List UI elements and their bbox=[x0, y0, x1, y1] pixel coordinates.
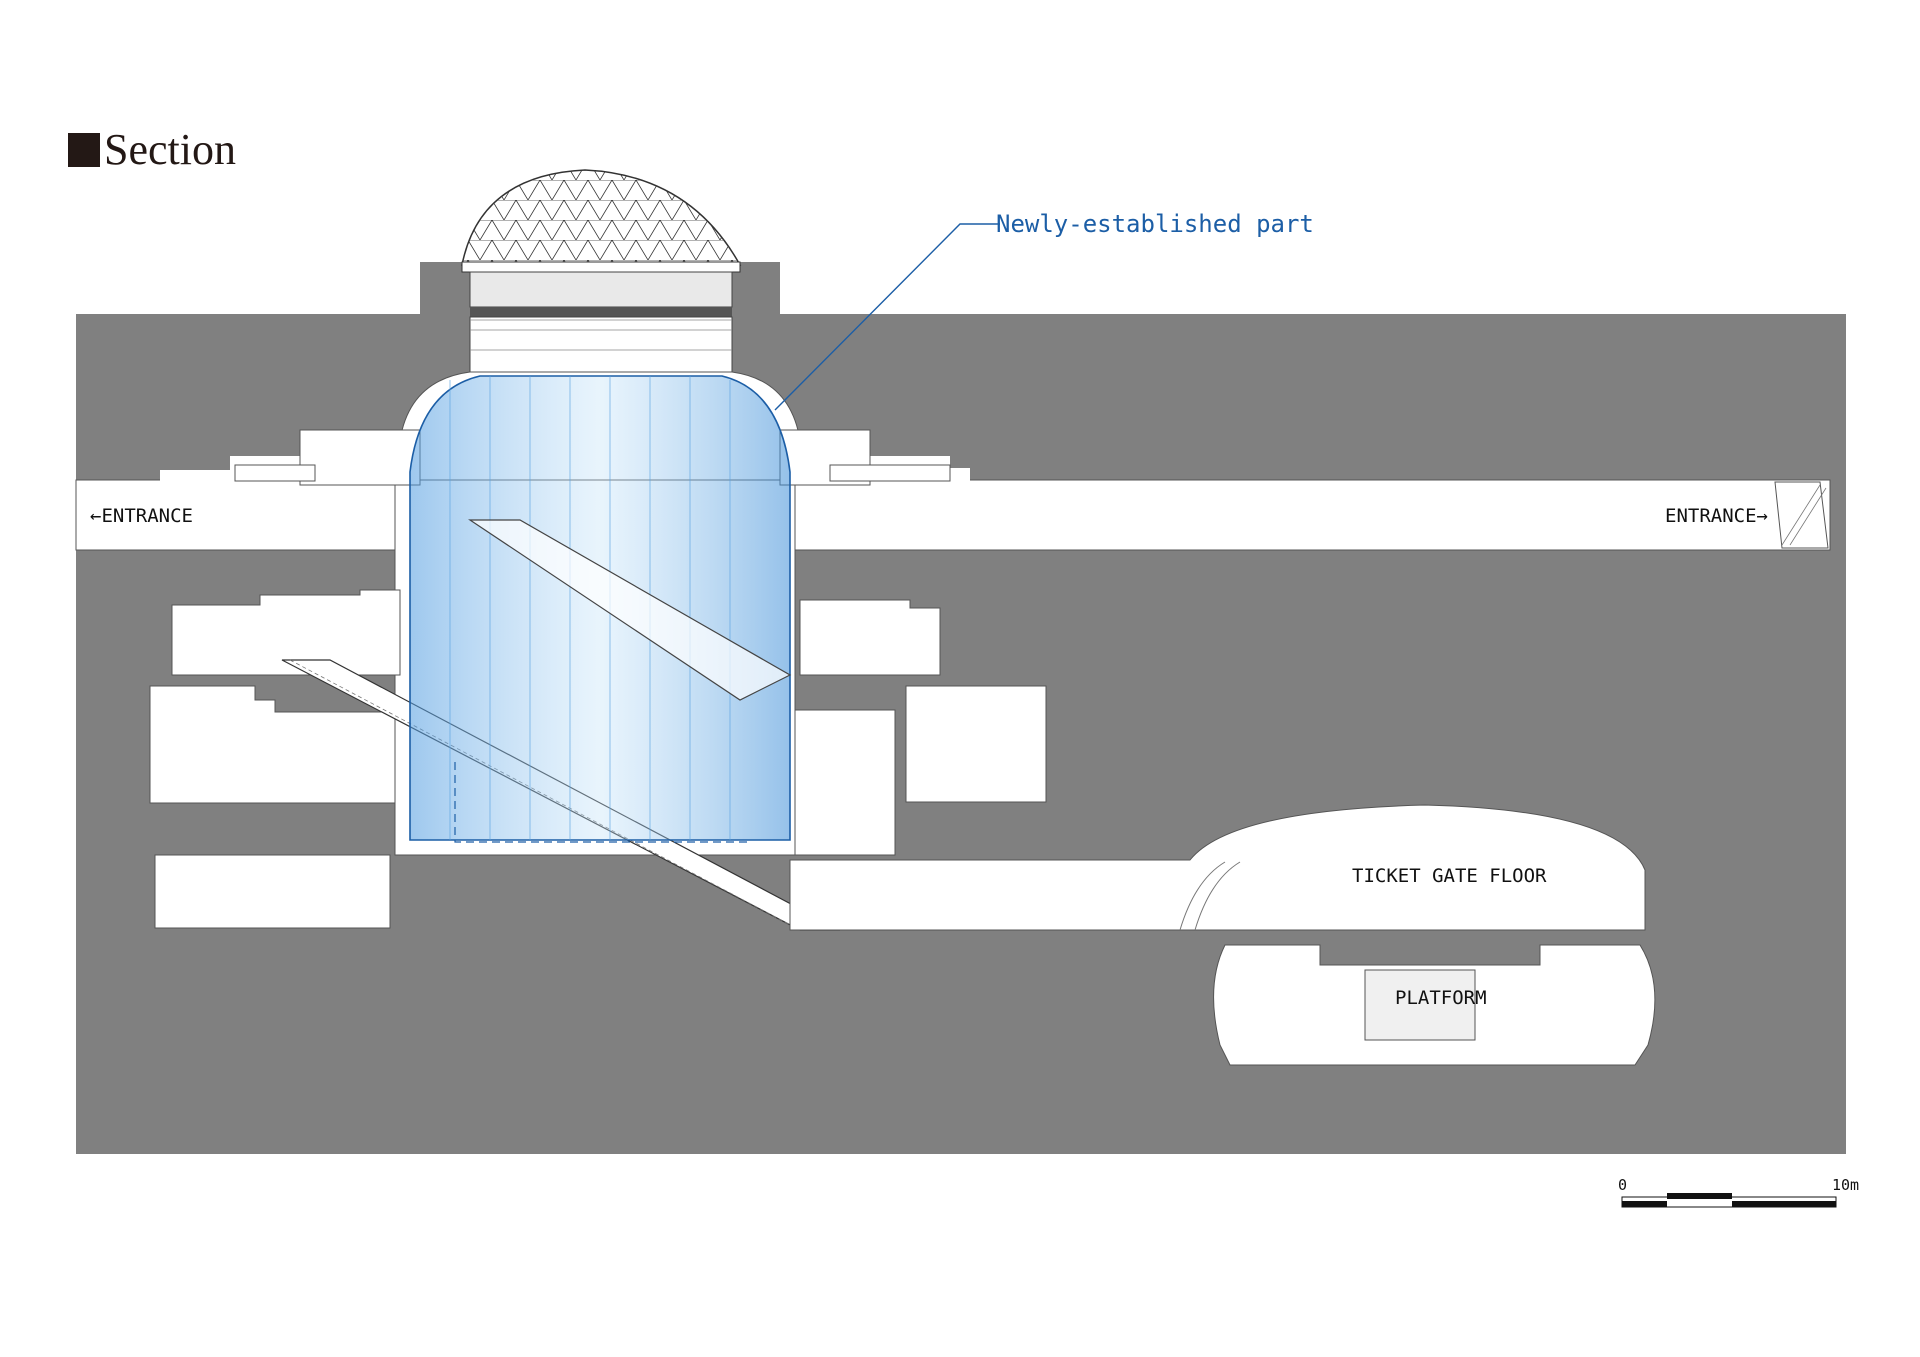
page-title: Section bbox=[104, 125, 236, 174]
platform-level bbox=[1213, 944, 1656, 1066]
scale-end-label: 10m bbox=[1832, 1176, 1859, 1194]
escalator bbox=[468, 519, 792, 701]
section-heading: Section bbox=[68, 126, 236, 174]
scale-start-label: 0 bbox=[1618, 1176, 1627, 1194]
right-escalator bbox=[1774, 481, 1829, 549]
new-glass-volume bbox=[409, 375, 791, 843]
entrance-left-label: ←ENTRANCE bbox=[90, 505, 193, 527]
ticket-gate-floor-label: TICKET GATE FLOOR bbox=[1352, 865, 1547, 887]
platform-label: PLATFORM bbox=[1395, 987, 1487, 1009]
heading-square-icon bbox=[68, 133, 100, 167]
annotation-leader: Newly-established part bbox=[774, 210, 1314, 411]
dome bbox=[461, 169, 742, 373]
newly-established-label: Newly-established part bbox=[996, 210, 1314, 238]
entrance-right-label: ENTRANCE→ bbox=[1665, 505, 1768, 527]
mid-floor-rooms bbox=[149, 589, 1047, 929]
scale-bar: 0 10m bbox=[1618, 1176, 1859, 1208]
entrance-concourse bbox=[75, 456, 1831, 551]
ticket-gate-floor bbox=[789, 804, 1646, 931]
